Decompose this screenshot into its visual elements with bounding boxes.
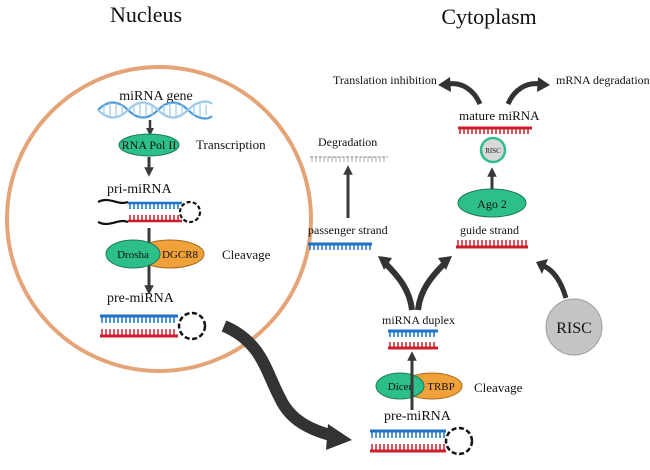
dicer-label: Dicer <box>388 381 413 393</box>
degraded-strand <box>310 156 388 162</box>
pri-mirna-hairpin <box>97 198 202 226</box>
nucleus-title: Nucleus <box>110 2 182 27</box>
translation-inhibition-label: Translation inhibition <box>333 73 437 87</box>
risc-loading-arrowhead <box>536 259 548 274</box>
ago2-label: Ago 2 <box>477 197 507 211</box>
mature-mirna-strand <box>458 126 532 134</box>
split-arrow-guide <box>415 261 447 311</box>
mrna-degradation-label: mRNA degradation <box>556 73 650 87</box>
nucleus-cleavage-label: Cleavage <box>222 247 271 262</box>
cyto-pre-mirna-label: pre-miRNA <box>384 409 452 424</box>
mrna-degradation-arrowhead <box>537 77 550 92</box>
nucleus-membrane <box>5 65 313 373</box>
dna-helix-icon <box>97 100 213 120</box>
passenger-strand <box>308 242 372 250</box>
mirna-duplex <box>388 329 438 350</box>
nuclear-export-arrow <box>221 320 336 442</box>
passenger-strand-label: passenger strand <box>308 223 388 237</box>
split-arrowhead-guide <box>438 256 452 270</box>
cytoplasm-title: Cytoplasm <box>441 4 536 29</box>
dgcr8-label: DGCR8 <box>162 249 199 261</box>
nucleus-pre-mirna-label: pre-miRNA <box>107 291 175 306</box>
degradation-label: Degradation <box>318 135 377 149</box>
mature-mirna-label: mature miRNA <box>459 108 540 123</box>
guide-strand-label: guide strand <box>460 223 519 237</box>
risc-loading-arrow <box>542 263 569 299</box>
risc-small-complex <box>479 136 507 164</box>
cyto-cleavage-label: Cleavage <box>474 380 523 395</box>
translation-inhibition-arrowhead <box>438 77 451 92</box>
translation-inhibition-arrow <box>447 81 483 106</box>
mrna-degradation-arrow <box>505 81 541 106</box>
drosha-label: Drosha <box>117 249 149 261</box>
rna-pol-ii-enzyme <box>118 133 180 157</box>
transcription-label: Transcription <box>196 137 266 152</box>
risc-complex <box>545 298 603 356</box>
guide-strand <box>456 240 528 249</box>
trbp-label: TRBP <box>427 381 455 393</box>
mirna-duplex-label: miRNA duplex <box>382 313 455 327</box>
rna-pol-ii-label: RNA Pol II <box>122 138 177 152</box>
risc-label: RISC <box>556 320 592 337</box>
drosha-protein <box>105 239 161 269</box>
split-arrow-passenger <box>383 261 415 311</box>
split-arrowhead-passenger <box>378 256 392 270</box>
pri-mirna-label: pri-miRNA <box>107 182 172 197</box>
cyto-pre-mirna-hairpin <box>370 426 474 456</box>
nuclear-export-arrowhead <box>326 424 352 450</box>
mirna-gene-label: miRNA gene <box>119 89 193 104</box>
nucleus-pre-mirna-hairpin <box>100 311 207 341</box>
risc-small-label: RISC <box>485 147 501 155</box>
